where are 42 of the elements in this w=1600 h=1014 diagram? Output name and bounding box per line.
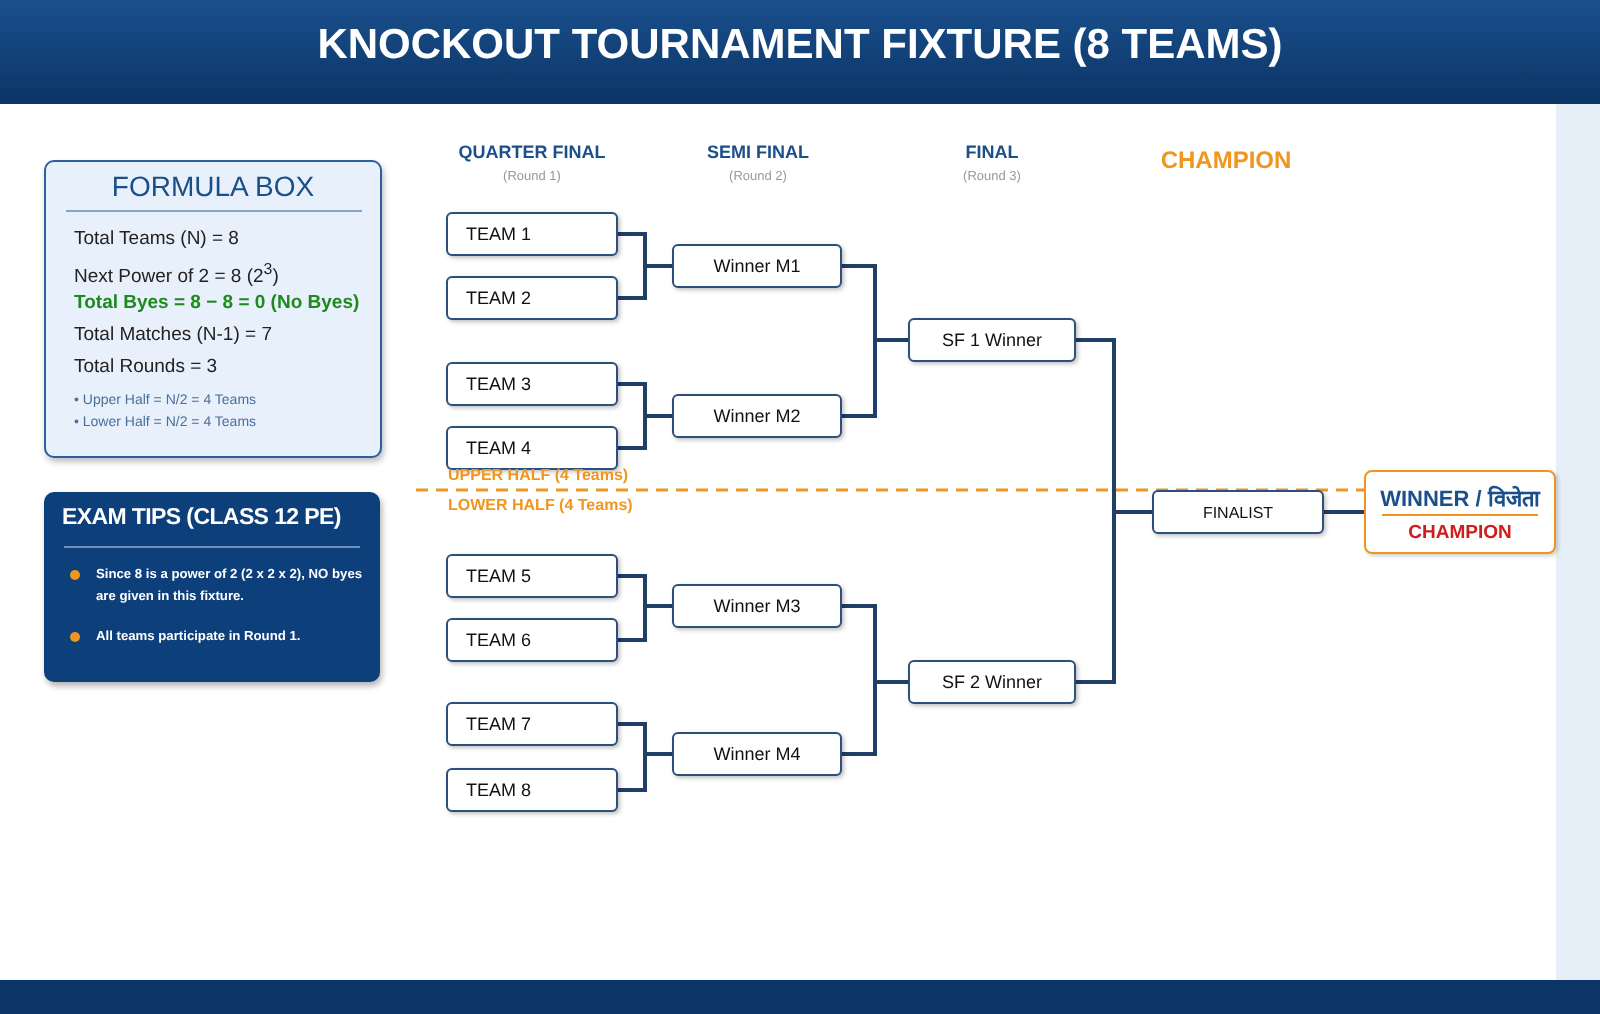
round-heading: FINAL — [965, 142, 1019, 162]
team-box: TEAM 3 — [446, 362, 618, 406]
champion-title: WINNER / विजेता — [1378, 483, 1543, 512]
bracket-line — [1076, 510, 1152, 684]
formula-line: Total Matches (N-1) = 7 — [74, 324, 272, 346]
formula-line: Next Power of 2 = 8 (2$^{3}$) — [74, 260, 279, 289]
bracket-line — [618, 604, 672, 642]
formula-line: Total Teams (N) = 8 — [74, 228, 239, 250]
team-box: TEAM 2 — [446, 276, 618, 320]
team-box: TEAM 1 — [446, 212, 618, 256]
team-box: TEAM 7 — [446, 702, 618, 746]
tips-box — [44, 492, 380, 682]
title: KNOCKOUT TOURNAMENT FIXTURE (8 TEAMS) — [315, 22, 1285, 70]
round-heading: SEMI FINAL — [707, 142, 809, 162]
box-heading: FORMULA BOX — [109, 170, 317, 202]
round-heading: QUARTER FINAL — [458, 142, 606, 162]
team-box: TEAM 4 — [446, 426, 618, 470]
box-heading: EXAM TIPS (CLASS 12 PE) — [62, 506, 341, 530]
match-box: FINALIST — [1152, 490, 1324, 534]
match-box: SF 1 Winner — [908, 318, 1076, 362]
formula-line: Total Byes = 8 − 8 = 0 (No Byes) — [74, 292, 360, 314]
bracket-line — [842, 680, 908, 756]
team-box: TEAM 8 — [446, 768, 618, 812]
bracket-line — [618, 752, 672, 792]
formula-box — [44, 160, 382, 458]
formula-line: Total Rounds = 3 — [74, 356, 218, 378]
team-box: TEAM 6 — [446, 618, 618, 662]
champion-box — [1364, 470, 1556, 554]
bracket-line — [842, 338, 908, 418]
half-label: LOWER HALF (4 Teams) — [448, 496, 633, 514]
match-box: Winner M3 — [672, 584, 842, 628]
champion-subtitle: CHAMPION — [1406, 522, 1514, 544]
champion-heading: CHAMPION — [1160, 146, 1292, 174]
match-box: Winner M1 — [672, 244, 842, 288]
bracket-line — [618, 414, 672, 450]
bracket-line — [1324, 510, 1364, 514]
half-label: UPPER HALF (4 Teams) — [448, 466, 629, 484]
match-box: SF 2 Winner — [908, 660, 1076, 704]
bracket-line — [618, 264, 672, 300]
team-box: TEAM 5 — [446, 554, 618, 598]
match-box: Winner M4 — [672, 732, 842, 776]
match-box: Winner M2 — [672, 394, 842, 438]
